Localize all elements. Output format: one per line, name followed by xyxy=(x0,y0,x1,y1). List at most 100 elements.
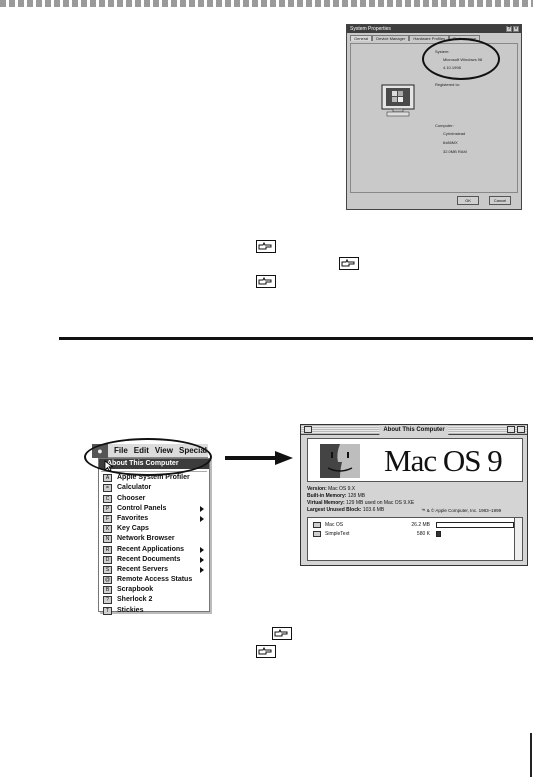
ok-button[interactable]: OK xyxy=(457,196,479,205)
app-icon: = xyxy=(103,484,112,493)
version-value: Mac OS 9.X xyxy=(328,486,356,492)
menu-item-label: Sherlock 2 xyxy=(117,596,153,604)
menu-item-scrapbook[interactable]: B Scrapbook xyxy=(99,585,209,595)
largest-block-value: 103.6 MB xyxy=(362,507,385,513)
virtual-memory-label: Virtual Memory: xyxy=(307,500,345,506)
submenu-arrow-icon xyxy=(200,556,204,563)
about-this-computer-window: About This Computer Mac OS 9 Version: Ma… xyxy=(300,424,528,566)
highlight-oval-about xyxy=(84,438,212,476)
close-box[interactable] xyxy=(304,426,312,433)
app-icon: N xyxy=(103,535,112,544)
reference-hand-icon xyxy=(256,240,276,253)
app-icon: T xyxy=(103,606,112,615)
os-name-label: Mac OS 9 xyxy=(384,443,503,478)
window-title-bar[interactable]: About This Computer xyxy=(301,425,527,435)
dialog-tabs: General Device Manager Hardware Profiles… xyxy=(347,33,521,41)
builtin-memory-label: Built-in Memory: xyxy=(307,493,347,499)
memory-usage-fill xyxy=(437,523,510,527)
dialog-title-bar: System Properties ? × xyxy=(347,25,521,33)
app-icon: A xyxy=(103,474,112,483)
app-icon: P xyxy=(103,504,112,513)
reference-hand-icon xyxy=(256,275,276,288)
menu-item-label: Chooser xyxy=(117,494,146,502)
menu-item-recent-applications[interactable]: R Recent Applications xyxy=(99,545,209,555)
computer-monitor-icon xyxy=(381,84,415,117)
reference-hand-icon xyxy=(272,627,292,640)
app-icon: F xyxy=(103,514,112,523)
memory-usage-fill xyxy=(437,532,440,536)
mouse-pointer-icon xyxy=(104,460,114,472)
top-dashed-border xyxy=(0,0,533,9)
highlight-oval-system xyxy=(422,38,500,80)
menu-item-label: Scrapbook xyxy=(117,586,154,594)
menu-item-label: Recent Documents xyxy=(117,555,181,563)
memory-usage-bar xyxy=(436,522,514,528)
app-memory-row[interactable]: Mac OS 26.2 MB xyxy=(308,521,522,529)
largest-block-line: Largest Unused Block: 103.6 MB xyxy=(307,507,384,514)
list-scrollbar[interactable] xyxy=(514,518,522,560)
menu-item-favorites[interactable]: F Favorites xyxy=(99,514,209,524)
app-icon xyxy=(313,531,321,537)
builtin-memory-line: Built-in Memory: 128 MB xyxy=(307,493,365,500)
menu-item-label: Calculator xyxy=(117,484,152,492)
menu-item-label: Remote Access Status xyxy=(117,576,193,584)
builtin-memory-value: 128 MB xyxy=(347,493,366,499)
app-icon: @ xyxy=(103,576,112,585)
app-icon: B xyxy=(103,586,112,595)
menu-item-stickies[interactable]: T Stickies xyxy=(99,606,209,616)
mac-os-face-logo-icon xyxy=(320,444,360,478)
collapse-box[interactable] xyxy=(517,426,525,433)
application-memory-list: SimpleText 580 K Mac OS 26.2 MB xyxy=(307,517,523,561)
menu-item-calculator[interactable]: = Calculator xyxy=(99,483,209,493)
app-memory-size: 26.2 MB xyxy=(411,522,430,528)
cpu-model: 6x86MX xyxy=(443,140,458,145)
cpu-vendor: CyrixInstead xyxy=(443,131,466,136)
menu-item-label: Recent Applications xyxy=(117,545,185,553)
menu-item-remote-access-status[interactable]: @ Remote Access Status xyxy=(99,575,209,585)
tab-device-manager[interactable]: Device Manager xyxy=(372,35,410,41)
virtual-memory-line: Virtual Memory: 129 MB used on Mac OS 9.… xyxy=(307,500,414,507)
menu-item-network-browser[interactable]: N Network Browser xyxy=(99,534,209,544)
arrow-right-icon xyxy=(225,451,293,465)
reference-hand-icon xyxy=(256,645,276,658)
menu-item-label: Recent Servers xyxy=(117,565,168,573)
app-memory-size: 580 K xyxy=(416,531,430,537)
cancel-button[interactable]: Cancel xyxy=(489,196,511,205)
app-icon: S xyxy=(103,565,112,574)
app-icon: R xyxy=(103,545,112,554)
app-icon xyxy=(313,522,321,528)
menu-item-sherlock-2[interactable]: ? Sherlock 2 xyxy=(99,595,209,605)
registered-label: Registered to: xyxy=(435,82,460,87)
section-divider xyxy=(59,337,533,340)
menu-item-label: Network Browser xyxy=(117,535,175,543)
menu-item-apple-system-profiler[interactable]: A Apple System Profiler xyxy=(99,473,209,483)
os-banner: Mac OS 9 xyxy=(307,438,523,482)
computer-label: Computer: xyxy=(435,123,454,128)
app-icon: ? xyxy=(103,596,112,605)
copyright-text: ™ & © Apple Computer, Inc. 1983–1999 xyxy=(421,508,502,513)
submenu-arrow-icon xyxy=(200,566,204,573)
page-edge-marker xyxy=(530,733,532,777)
tab-general[interactable]: General xyxy=(350,35,373,41)
window-title: About This Computer xyxy=(379,425,449,435)
app-name: Mac OS xyxy=(325,522,344,528)
app-memory-row[interactable]: SimpleText 580 K xyxy=(308,530,522,538)
zoom-box[interactable] xyxy=(507,426,515,433)
submenu-arrow-icon xyxy=(200,546,204,553)
close-button[interactable]: × xyxy=(513,26,519,32)
ram-amount: 32.0MB RAM xyxy=(443,149,467,154)
memory-usage-bar xyxy=(436,531,441,537)
menu-item-label: Favorites xyxy=(117,514,149,522)
menu-item-label: Apple System Profiler xyxy=(117,474,190,482)
menu-item-recent-servers[interactable]: S Recent Servers xyxy=(99,565,209,575)
menu-item-label: Stickies xyxy=(117,606,144,614)
app-name: SimpleText xyxy=(325,531,350,537)
dialog-title: System Properties xyxy=(350,26,391,32)
largest-block-label: Largest Unused Block: xyxy=(307,507,362,513)
help-button[interactable]: ? xyxy=(506,26,512,32)
